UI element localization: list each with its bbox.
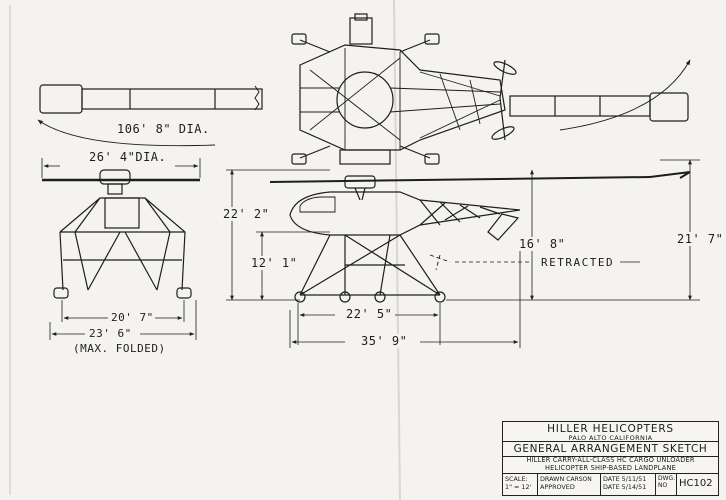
company-location: PALO ALTO CALIFORNIA xyxy=(568,434,653,442)
scale-label: SCALE: xyxy=(505,475,528,483)
drawing-title: GENERAL ARRANGEMENT SKETCH xyxy=(503,442,718,457)
dim-front-rotor-diameter: 26' 4"DIA. xyxy=(88,150,168,164)
side-view xyxy=(226,159,700,348)
scale-cell: SCALE: 1" = 12' xyxy=(503,474,538,495)
date-1: 5/11/51 xyxy=(621,475,647,483)
dim-wheelbase: 22' 5" xyxy=(345,307,394,321)
drawn-by: CARSON xyxy=(566,476,592,483)
dim-wheel-width: 20' 7" xyxy=(110,311,155,324)
dim-folded-width: 23' 6" xyxy=(88,327,133,340)
date-label-2: DATE xyxy=(603,483,620,491)
dwg-no-label: NO xyxy=(658,482,668,489)
drawn-cell: DRAWN CARSON APPROVED xyxy=(538,474,601,495)
description-line-2: HELICOPTER SHIP-BASED LANDPLANE xyxy=(545,463,676,472)
retracted-label: RETRACTED xyxy=(540,256,616,269)
date-label-1: DATE xyxy=(603,475,620,483)
dim-overall-height: 22' 2" xyxy=(222,207,271,221)
dim-gear-height: 12' 1" xyxy=(250,256,299,270)
dim-tail-height: 21' 7" xyxy=(676,232,725,246)
description-line-1: HILLER CARRY-ALL-CLASS HC CARGO UNLOADER xyxy=(526,457,695,464)
paper-fold-line xyxy=(393,0,401,500)
dim-rotor-height: 16' 8" xyxy=(518,237,567,251)
rotor-blade-right-tip xyxy=(649,92,689,122)
rotor-blade-left-tip xyxy=(39,84,83,114)
title-block-footer: SCALE: 1" = 12' DRAWN CARSON APPROVED DA… xyxy=(503,474,718,495)
date-2: 5/14/51 xyxy=(621,483,647,491)
drawing-number: HC102 xyxy=(679,478,713,489)
dim-folded-note: (MAX. FOLDED) xyxy=(72,342,167,355)
company-name: HILLER HELICOPTERS xyxy=(547,423,674,435)
top-view-body xyxy=(299,44,506,151)
approved-label: APPROVED xyxy=(540,483,575,491)
front-view xyxy=(41,158,201,340)
top-view xyxy=(37,13,691,165)
side-rotor-blade xyxy=(269,176,651,183)
title-block: HILLER HELICOPTERS PALO ALTO CALIFORNIA … xyxy=(502,421,719,496)
front-fuselage xyxy=(104,197,140,229)
dwg-label: DWG. xyxy=(658,475,676,482)
dim-length: 35' 9" xyxy=(360,334,409,348)
drawing-description: HILLER CARRY-ALL-CLASS HC CARGO UNLOADER… xyxy=(503,457,718,474)
rotor-diameter-arc xyxy=(37,119,216,147)
title-block-company: HILLER HELICOPTERS PALO ALTO CALIFORNIA xyxy=(503,422,718,442)
drawn-label: DRAWN xyxy=(540,475,565,483)
rotor-blade-right xyxy=(509,95,651,117)
dwg-label-cell: DWG. NO xyxy=(656,474,677,495)
top-view-hub xyxy=(336,71,394,129)
scale-value: 1" = 12' xyxy=(505,483,532,491)
dim-rotor-diameter: 106' 8" DIA. xyxy=(116,122,211,136)
date-cell: DATE 5/11/51 DATE 5/14/51 xyxy=(601,474,656,495)
side-fuselage xyxy=(289,191,521,236)
rotor-blade-left xyxy=(81,88,263,110)
